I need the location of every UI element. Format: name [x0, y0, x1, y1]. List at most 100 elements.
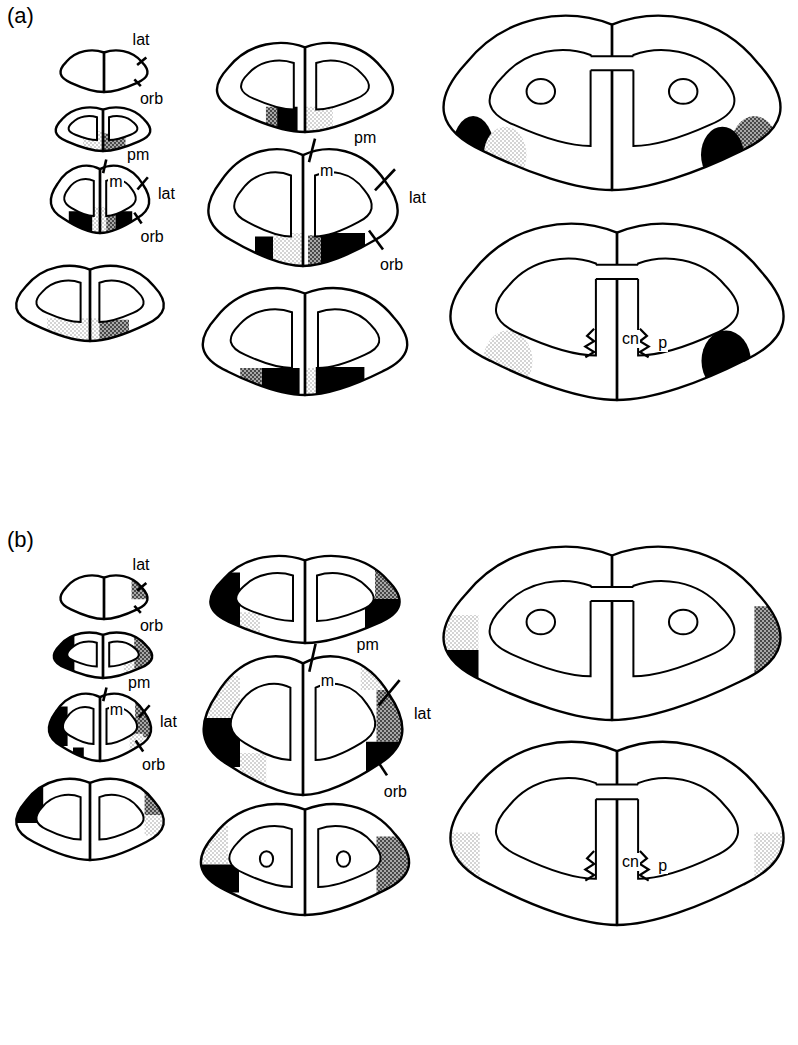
hemisphere-outline [90, 779, 164, 860]
ventricle [527, 610, 555, 635]
region-label: pm [126, 146, 150, 164]
white-matter [236, 573, 293, 621]
hemisphere-outline [104, 50, 148, 92]
white-matter [36, 281, 80, 322]
brain-section [60, 50, 147, 92]
region-label: p [657, 334, 668, 352]
shaded-regions [305, 107, 333, 141]
shaded-area [195, 573, 240, 626]
white-matter [317, 573, 374, 621]
region-label: m [108, 173, 123, 191]
brain-section [195, 556, 415, 643]
hemisphere-outline [103, 633, 152, 678]
white-matter [496, 259, 596, 356]
nucleus-outline [585, 851, 594, 881]
hemisphere-outline [450, 224, 617, 400]
boundary-tick [103, 688, 106, 702]
white-matter [496, 778, 596, 879]
white-matter [638, 778, 738, 879]
region-label: p [657, 857, 668, 875]
region-label: lat [413, 705, 432, 723]
brain-section [60, 575, 154, 619]
shaded-area [305, 368, 316, 406]
shaded-area [366, 742, 419, 774]
shaded-area [316, 367, 365, 406]
hemisphere-outline [305, 288, 407, 395]
region-label: orb [141, 756, 166, 774]
brain-section [444, 16, 781, 190]
white-matter [316, 684, 376, 760]
hemisphere-outline [612, 547, 780, 720]
region-label: lat [408, 189, 427, 207]
hemisphere-outline [617, 742, 784, 925]
white-matter [638, 259, 738, 356]
shaded-area [308, 235, 321, 277]
hemisphere-outline [617, 224, 784, 400]
callosum-edge [596, 278, 638, 280]
shaded-regions [305, 367, 364, 406]
brain-section [423, 742, 798, 925]
region-label: orb [139, 90, 164, 108]
shaded-area [135, 703, 159, 737]
white-matter [234, 172, 291, 236]
hemisphere-outline [444, 16, 612, 190]
callosum-edge [591, 600, 634, 602]
callosum-edge [591, 55, 634, 57]
white-matter [36, 795, 80, 840]
brain-section [217, 43, 393, 141]
hemisphere-outline [305, 556, 400, 643]
brain-section [184, 804, 426, 915]
shaded-area [377, 837, 427, 899]
hemisphere-outline [104, 575, 148, 619]
shaded-regions [266, 107, 298, 141]
white-matter [229, 826, 291, 887]
brain-section [188, 644, 419, 795]
hemisphere-outline [51, 166, 100, 233]
hemisphere-outline [208, 149, 303, 266]
brain-section [450, 224, 783, 400]
hemisphere-outline [303, 149, 398, 266]
white-matter [318, 826, 380, 887]
white-matter [231, 684, 291, 760]
callosum-edge [591, 69, 634, 71]
callosum-edge [596, 264, 638, 266]
shaded-area [305, 107, 333, 141]
boundary-tick [103, 160, 106, 174]
region-label: lat [157, 185, 176, 203]
white-matter [63, 707, 94, 744]
nucleus-outline [640, 851, 649, 881]
boundary-tick [375, 169, 395, 190]
ventricle [337, 851, 350, 867]
hemisphere-outline [100, 694, 151, 761]
white-matter [318, 309, 379, 368]
ventricle [260, 851, 273, 867]
hemisphere-outline [305, 43, 393, 132]
boundary-tick [134, 606, 140, 613]
white-matter [490, 581, 591, 676]
shaded-area [277, 107, 297, 141]
shaded-regions [308, 233, 365, 278]
region-label: lat [132, 556, 151, 574]
callosum-edge [596, 798, 638, 800]
brain-section [41, 688, 160, 768]
brain-section [208, 139, 397, 278]
nucleus-outline [585, 329, 594, 357]
region-label: pm [127, 674, 151, 692]
region-label: orb [379, 256, 404, 274]
region-label: cn [621, 853, 640, 871]
boundary-tick [369, 231, 383, 250]
shaded-regions [416, 615, 478, 703]
white-matter [99, 795, 143, 840]
shaded-area [754, 833, 798, 898]
shaded-regions [240, 368, 299, 406]
hemisphere-outline [203, 288, 305, 395]
corpus-callosum [587, 56, 637, 70]
hemisphere-outline [90, 266, 164, 341]
hemisphere-outline [210, 556, 305, 643]
hemisphere-outline [56, 107, 103, 151]
corpus-callosum [587, 587, 637, 601]
shaded-area [416, 650, 478, 703]
